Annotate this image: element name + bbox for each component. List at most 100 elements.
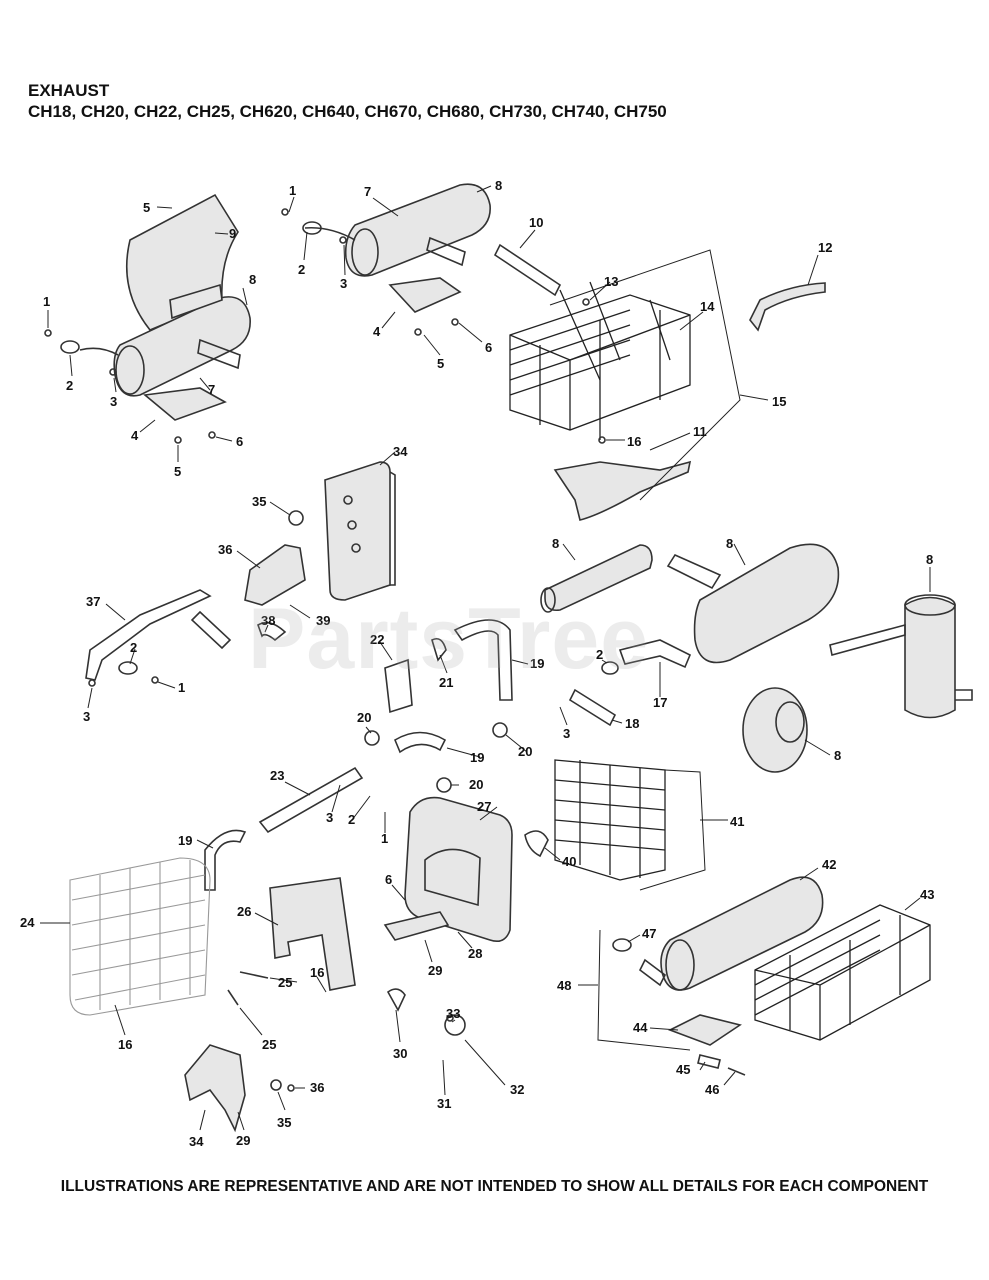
gasket-left-part xyxy=(60,340,80,354)
callout-label: 33 xyxy=(446,1006,460,1021)
muffler-vertical-pipe xyxy=(829,623,906,656)
screw-top-5-part xyxy=(414,328,422,336)
muffler-42-inlet xyxy=(638,958,667,987)
callout-label: 12 xyxy=(818,240,832,255)
callout-label: 2 xyxy=(130,640,137,655)
spark-arrester-cage-24 xyxy=(69,857,211,1016)
disclaimer-footer: ILLUSTRATIONS ARE REPRESENTATIVE AND ARE… xyxy=(60,1178,929,1195)
part-32 xyxy=(444,1014,466,1036)
callout-label: 1 xyxy=(289,183,296,198)
pipe-23-part xyxy=(258,766,364,834)
callout-label: 24 xyxy=(20,915,35,930)
muffler-oval-part xyxy=(693,543,840,664)
diagram-title-block: EXHAUST CH18, CH20, CH22, CH25, CH620, C… xyxy=(28,80,667,123)
muffler-top-part xyxy=(344,183,491,277)
callout-label: 39 xyxy=(316,613,330,628)
callout-label: 29 xyxy=(428,963,442,978)
muffler-center-end xyxy=(540,587,556,613)
bracket-34-lower-part xyxy=(184,1044,246,1133)
pipe-19-middle-part xyxy=(393,731,447,754)
callout-label: 15 xyxy=(772,394,786,409)
callout-label: 4 xyxy=(373,324,381,339)
callout-label: 18 xyxy=(625,716,639,731)
pipe-22-part xyxy=(384,658,413,714)
pipe-19-upper-part xyxy=(453,619,513,701)
callout-label: 23 xyxy=(270,768,284,783)
muffler-27-part xyxy=(404,796,513,943)
clamp-20-c-part xyxy=(436,777,452,793)
muffler-round-part xyxy=(742,687,808,773)
clamp-21-part xyxy=(431,637,447,662)
callout-label: 3 xyxy=(83,709,90,724)
muffler-box-hole-1 xyxy=(343,495,353,505)
partstree-watermark: PartsTree xyxy=(248,591,650,687)
muffler-oval-inlet xyxy=(666,553,722,590)
callout-label: 7 xyxy=(208,382,215,397)
callout-label: 3 xyxy=(563,726,570,741)
muffler-box-34-side xyxy=(389,471,396,586)
callout-label: 5 xyxy=(174,464,181,479)
model-list: CH18, CH20, CH22, CH25, CH620, CH640, CH… xyxy=(28,102,667,122)
callout-label: 13 xyxy=(604,274,618,289)
exhaust-pipe-10-part xyxy=(493,243,562,297)
callout-label: 8 xyxy=(834,748,841,763)
callout-label: 45 xyxy=(676,1062,690,1077)
manifold-37-part xyxy=(85,589,212,681)
callout-labels: 5 9 8 1 2 3 7 4 5 6 1 2 3 7 8 10 13 14 1… xyxy=(20,178,934,1149)
muffler-42-part xyxy=(660,876,824,991)
part-33 xyxy=(446,1014,454,1022)
gasket-35-lower-part xyxy=(270,1079,282,1091)
bolt-left-part xyxy=(44,329,52,337)
callout-label: 19 xyxy=(470,750,484,765)
callout-label: 44 xyxy=(633,1020,648,1035)
screw-left-6-part xyxy=(208,431,216,439)
callout-label: 3 xyxy=(340,276,347,291)
callout-label: 5 xyxy=(437,356,444,371)
callout-label: 26 xyxy=(237,904,251,919)
clamp-20-b-part xyxy=(364,730,380,746)
pipe-18-part xyxy=(568,688,617,727)
muffler-round-face xyxy=(775,701,805,743)
kit-15-bracket xyxy=(549,249,741,501)
callout-label: 8 xyxy=(495,178,502,193)
spark-arrester-cage-43 xyxy=(754,904,931,1041)
callout-label: 4 xyxy=(131,428,139,443)
callout-label: 35 xyxy=(277,1115,291,1130)
callout-label: 48 xyxy=(557,978,571,993)
screw-left-5-part xyxy=(174,436,182,444)
callout-label: 42 xyxy=(822,857,836,872)
callout-label: 2 xyxy=(596,647,603,662)
callout-label: 5 xyxy=(143,200,150,215)
callout-label: 8 xyxy=(926,552,933,567)
bracket-29-part xyxy=(383,911,450,941)
muffler-box-hole-2 xyxy=(347,520,357,530)
spark-arrester-cage-41 xyxy=(554,759,666,881)
callout-label: 25 xyxy=(278,975,292,990)
callout-label: 20 xyxy=(469,777,483,792)
shield-26-part xyxy=(269,877,356,991)
muffler-vertical-top xyxy=(904,594,956,616)
callout-label: 7 xyxy=(364,184,371,199)
elbow-38-part xyxy=(257,621,287,642)
pipe-36-part xyxy=(244,544,306,606)
callout-label: 28 xyxy=(468,946,482,961)
callout-label: 11 xyxy=(693,424,707,439)
callout-label: 32 xyxy=(510,1082,524,1097)
callout-label: 40 xyxy=(562,854,576,869)
callout-label: 9 xyxy=(229,226,236,241)
callout-label: 19 xyxy=(530,656,544,671)
callout-label: 1 xyxy=(43,294,50,309)
gasket-17-part xyxy=(601,661,619,675)
callout-label: 43 xyxy=(920,887,934,902)
muffler-27-face xyxy=(424,848,481,907)
bracket-25-part xyxy=(227,971,269,1006)
gasket-35-part xyxy=(288,510,304,526)
bracket-left-part xyxy=(143,387,227,421)
callout-label: 25 xyxy=(262,1037,276,1052)
nut-top-part xyxy=(339,236,347,244)
nut-37-part xyxy=(88,679,96,687)
callout-label: 30 xyxy=(393,1046,407,1061)
callout-label: 19 xyxy=(178,833,192,848)
callout-label: 14 xyxy=(700,299,715,314)
